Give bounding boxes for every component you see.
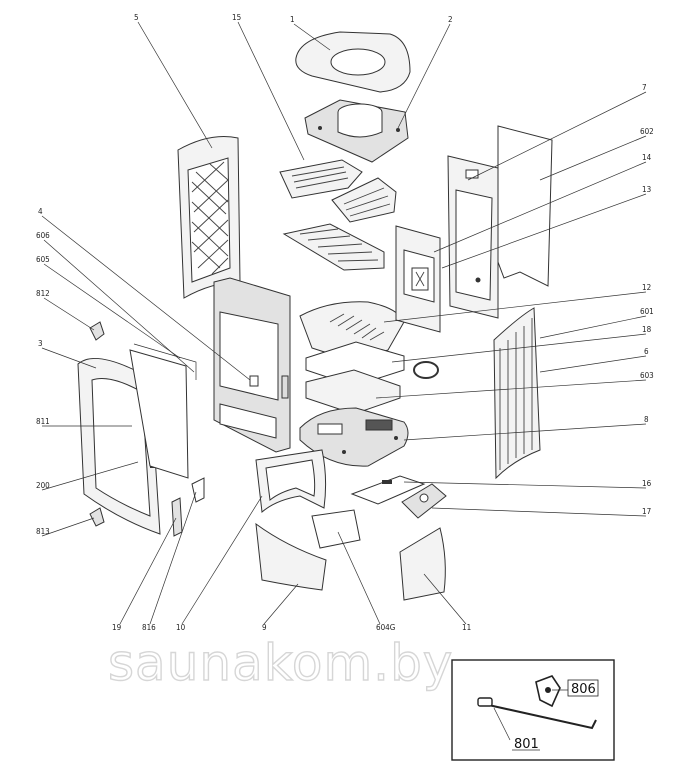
inset-label-806: 806: [571, 682, 596, 697]
callout-10: 10: [176, 623, 186, 632]
part-hinge-lower[interactable]: [89, 507, 105, 527]
part-top-plate[interactable]: [304, 99, 409, 163]
part-rear-cover[interactable]: [497, 125, 553, 287]
callout-2: 2: [448, 15, 453, 24]
part-baffle-middle[interactable]: [331, 177, 397, 223]
callout-18: 18: [642, 325, 652, 334]
part-air-slide[interactable]: [350, 475, 426, 505]
callout-9: 9: [262, 623, 267, 632]
part-heat-shield[interactable]: [395, 225, 441, 333]
callout-15: 15: [232, 13, 241, 22]
callout-602: 602: [640, 127, 654, 136]
leader-lines: [41, 21, 647, 625]
part-air-regulator[interactable]: [401, 483, 447, 519]
callout-200: 200: [36, 481, 50, 490]
callout-16: 16: [642, 479, 652, 488]
inset-lever-part[interactable]: [535, 675, 561, 708]
part-front-bottom-panel[interactable]: [255, 522, 327, 591]
callout-3: 3: [38, 339, 43, 348]
part-base-plate[interactable]: [299, 407, 409, 467]
part-left-side-panel[interactable]: [177, 136, 241, 299]
part-handle[interactable]: [171, 497, 183, 537]
part-ash-box-bottom[interactable]: [305, 369, 401, 415]
callout-1: 1: [290, 15, 295, 24]
part-firebox-body[interactable]: [213, 277, 291, 453]
part-baffle-upper[interactable]: [279, 159, 363, 199]
callout-12: 12: [642, 283, 651, 292]
inset-rod-part[interactable]: [477, 697, 597, 730]
callout-4: 4: [38, 207, 43, 216]
part-door-glass[interactable]: [129, 349, 189, 479]
part-ash-box-top[interactable]: [305, 341, 405, 387]
part-back-frame[interactable]: [447, 155, 499, 319]
part-ring-collar[interactable]: [413, 361, 439, 379]
callout-813: 813: [36, 527, 50, 536]
part-top-cover[interactable]: [295, 31, 411, 93]
callout-8: 8: [644, 415, 649, 424]
part-bottom-plate[interactable]: [311, 509, 361, 549]
callout-601: 601: [640, 307, 654, 316]
callout-6: 6: [644, 347, 649, 356]
callout-606: 606: [36, 231, 50, 240]
callout-labels: 1 2 5 15 7 602 14 13 4 606 605 12 812 60…: [36, 13, 654, 632]
callout-605: 605: [36, 255, 50, 264]
part-baffle-lower[interactable]: [282, 223, 385, 271]
callout-11: 11: [462, 623, 471, 632]
part-right-lower-panel[interactable]: [399, 527, 446, 601]
callout-603: 603: [640, 371, 654, 380]
callout-17: 17: [642, 507, 651, 516]
part-hinge-upper[interactable]: [89, 321, 105, 341]
callout-604g: 604G: [376, 623, 395, 632]
callout-19: 19: [112, 623, 122, 632]
inset-label-801: 801: [514, 737, 539, 752]
callout-816: 816: [142, 623, 156, 632]
part-right-side-panel[interactable]: [493, 307, 541, 480]
callout-812: 812: [36, 289, 50, 298]
inset-detail-box: 806 801: [451, 659, 615, 761]
callout-14: 14: [642, 153, 652, 162]
callout-811: 811: [36, 417, 50, 426]
part-lower-frame[interactable]: [255, 449, 327, 513]
callout-13: 13: [642, 185, 651, 194]
part-door-seal[interactable]: [133, 343, 197, 380]
callout-5: 5: [134, 13, 139, 22]
watermark-text: saunakom.by: [108, 634, 453, 692]
callout-7: 7: [642, 83, 647, 92]
